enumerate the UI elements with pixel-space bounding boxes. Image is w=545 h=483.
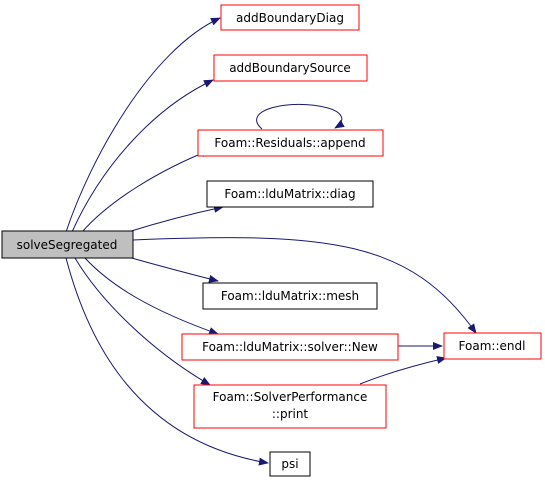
- node-residuals-append[interactable]: Foam::Residuals::append: [197, 129, 384, 157]
- node-label: Foam::lduMatrix::mesh: [221, 289, 359, 303]
- edge-root-to-addBoundarySource: [71, 79, 214, 233]
- edge-root-to-lduMatrixMesh: [127, 256, 219, 283]
- edge-root-to-addBoundaryDiag: [65, 17, 221, 233]
- node-psi[interactable]: psi: [269, 451, 311, 477]
- node-label-line2: ::print: [272, 407, 309, 421]
- node-label: Foam::lduMatrix::diag: [224, 187, 355, 201]
- node-lduMatrix-mesh[interactable]: Foam::lduMatrix::mesh: [202, 282, 378, 310]
- node-label: Foam::endl: [459, 339, 526, 353]
- edge-root-to-solverPerformancePrint: [74, 257, 211, 386]
- edge-residualsAppend-self-loop: [256, 103, 345, 130]
- node-addBoundaryDiag[interactable]: addBoundaryDiag: [220, 4, 360, 31]
- node-label: psi: [281, 457, 298, 471]
- node-label: addBoundaryDiag: [236, 11, 344, 25]
- edge-root-to-residualsAppend: [81, 149, 211, 233]
- node-lduMatrix-solver-new[interactable]: Foam::lduMatrix::solver::New: [181, 333, 399, 361]
- node-solverPerformance-print[interactable]: Foam::SolverPerformance ::print: [193, 384, 387, 429]
- edges: [65, 17, 477, 466]
- node-label: solveSegregated: [17, 238, 118, 252]
- edge-root-to-endl: [132, 237, 477, 334]
- node-addBoundarySource[interactable]: addBoundarySource: [213, 54, 368, 82]
- edge-root-to-psi: [65, 257, 269, 466]
- edge-print-to-endl: [359, 356, 447, 385]
- edge-root-to-lduMatrixSolverNew: [84, 257, 219, 335]
- node-label-line1: Foam::SolverPerformance: [213, 390, 368, 404]
- node-endl[interactable]: Foam::endl: [443, 332, 542, 360]
- node-solveSegregated[interactable]: solveSegregated: [1, 230, 134, 259]
- node-label: addBoundarySource: [229, 61, 351, 75]
- edge-root-to-lduMatrixDiag: [127, 204, 224, 233]
- node-label: Foam::Residuals::append: [214, 136, 365, 150]
- node-lduMatrix-diag[interactable]: Foam::lduMatrix::diag: [206, 180, 374, 208]
- node-label: Foam::lduMatrix::solver::New: [202, 340, 378, 354]
